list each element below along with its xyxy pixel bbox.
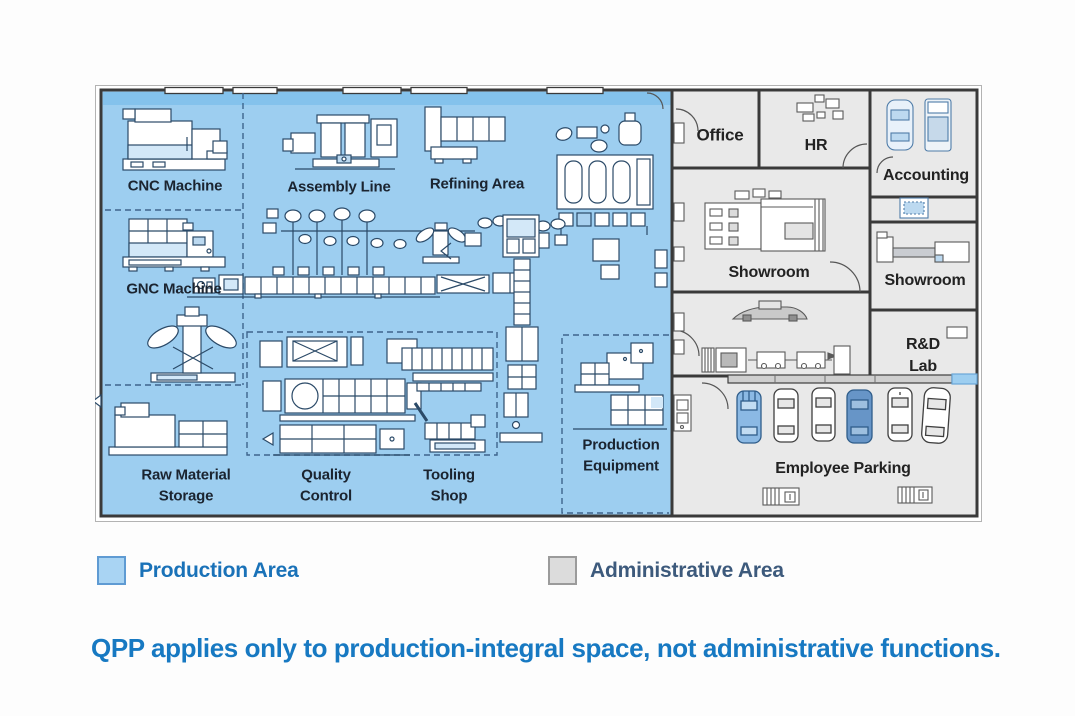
- accounting-car-icon: [886, 99, 914, 151]
- room-label-hr: HR: [804, 136, 828, 154]
- administrative-swatch: [548, 556, 577, 585]
- zone-label-tooling-shop: Tooling Shop: [423, 466, 475, 504]
- room-label-rd-lab: R&D Lab: [905, 335, 941, 375]
- door-arc: [842, 143, 868, 169]
- legend-item-administrative: Administrative Area: [548, 555, 784, 586]
- zone-label-cnc-machine: CNC Machine: [127, 177, 223, 195]
- room-label-showroom-small: Showroom: [884, 271, 966, 289]
- legend-item-production: Production Area: [97, 555, 299, 586]
- service-car-icon: [731, 300, 808, 322]
- window: [232, 86, 278, 95]
- zone-label-gnc-machine: GNC Machine: [126, 280, 222, 298]
- conveyor-network-icon: [187, 207, 568, 299]
- hr-desk-icon: [796, 94, 844, 122]
- floor-plan-drawing: [95, 85, 982, 522]
- production-top-strip: [103, 92, 671, 105]
- zone-dashed-dividers: [105, 93, 669, 514]
- parking-car-blue-icon: [736, 390, 762, 444]
- door-arc: [876, 156, 894, 174]
- admin-furniture: [673, 94, 970, 506]
- quality-control-machines-icon: [259, 336, 422, 456]
- parking-fixture-icon: [673, 394, 692, 432]
- distillation-unit-icon: [555, 112, 668, 288]
- parking-car-icon: [921, 387, 951, 444]
- zone-label-production-equipment: Production Equipment: [582, 436, 660, 474]
- zone-label-refining-area: Refining Area: [429, 175, 525, 193]
- vertical-conveyor-icon: [499, 214, 543, 443]
- door-arc: [701, 382, 729, 410]
- door-arc: [829, 261, 861, 293]
- legend-label-production: Production Area: [139, 558, 299, 582]
- refining-machine-icon: [424, 106, 506, 164]
- room-label-accounting: Accounting: [883, 166, 969, 184]
- picture-frame-icon: [899, 197, 929, 219]
- door-arc: [675, 108, 699, 132]
- zone-label-quality-control: Quality Control: [300, 466, 352, 504]
- parking-car-icon: [773, 388, 799, 443]
- ticket-kiosk-icon: [762, 487, 800, 506]
- rotary-machine-icon: [147, 306, 237, 383]
- door-arc: [646, 92, 664, 110]
- admin-wall-fixtures: [673, 122, 685, 355]
- showroom-furniture-icon: [704, 188, 826, 252]
- window: [546, 86, 604, 95]
- caption: QPP applies only to production-integral …: [91, 633, 1001, 663]
- production-swatch: [97, 556, 126, 585]
- cnc-machine-icon: [122, 108, 228, 171]
- window: [342, 86, 402, 95]
- tooling-rack-icon: [401, 347, 494, 453]
- window: [410, 86, 468, 95]
- parking-car-icon: [887, 387, 913, 442]
- window: [164, 86, 224, 95]
- door-arcs: [646, 92, 894, 410]
- walls: [99, 88, 979, 518]
- accounting-truck-icon: [924, 98, 952, 152]
- parking-car-icon: [811, 387, 836, 442]
- ticket-kiosk-icon: [897, 486, 933, 504]
- zone-label-raw-material-storage: Raw Material Storage: [141, 466, 231, 504]
- rd-lab-box-icon: [946, 326, 968, 339]
- legend-label-administrative: Administrative Area: [590, 558, 784, 582]
- room-label-showroom-main: Showroom: [728, 263, 810, 281]
- parking-cars: [736, 387, 951, 444]
- showroom-counter-icon: [876, 231, 970, 263]
- gnc-machine-icon: [122, 218, 226, 272]
- production-equipment-icon: [573, 342, 667, 430]
- zone-label-assembly-line: Assembly Line: [287, 178, 391, 196]
- production-machines: [95, 106, 668, 456]
- assembly-press-icon: [282, 114, 398, 170]
- parking-car-dark-blue-icon: [846, 389, 873, 444]
- floor-plan: CNC Machine Assembly Line Refining Area …: [95, 85, 982, 522]
- corridor-blue-accent: [951, 373, 978, 385]
- corridor-hatch: [774, 375, 876, 383]
- room-label-office: Office: [696, 125, 744, 145]
- room-label-employee-parking: Employee Parking: [775, 459, 911, 477]
- raw-material-machine-icon: [95, 393, 228, 456]
- service-conveyor-icon: [701, 345, 851, 375]
- windows: [164, 86, 604, 95]
